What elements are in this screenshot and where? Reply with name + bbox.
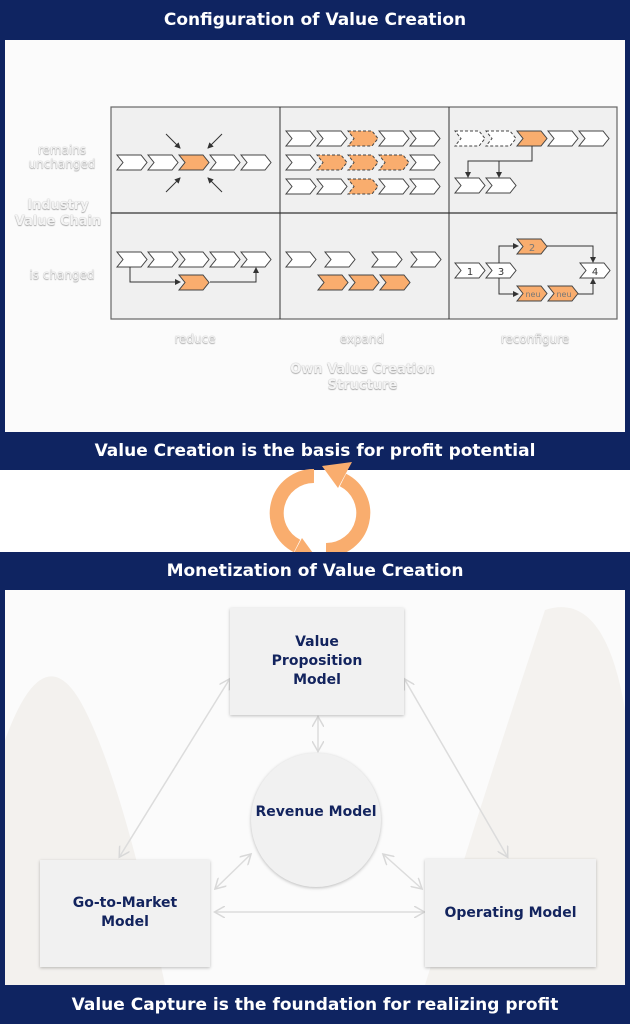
chevron-step [316, 274, 349, 291]
chevron-step [409, 251, 442, 268]
chevron-step [284, 178, 317, 195]
chevron-step [453, 177, 486, 194]
chevron-step [515, 238, 548, 255]
chevron-step [408, 130, 441, 147]
node-label-4: 4 [592, 267, 598, 278]
panel-footer: Value Creation is the basis for profit p… [94, 441, 536, 461]
chevron-step [377, 154, 410, 171]
connector-line [498, 278, 519, 297]
connector-line [210, 267, 259, 283]
chevron-step [323, 251, 356, 268]
chevron-step [546, 285, 579, 302]
value-proposition-model: Value Proposition Model [230, 608, 404, 715]
chevron-step [408, 154, 441, 171]
chevron-step [177, 274, 210, 291]
chevron-step [515, 130, 548, 147]
chevron-step [515, 285, 548, 302]
col-label-expand: expand [339, 332, 385, 346]
chevron-step [577, 130, 610, 147]
node-label-new-1: neu [525, 290, 540, 299]
chevron-step [578, 262, 611, 279]
chevron-step [484, 262, 517, 279]
connector-line [547, 245, 596, 263]
chevron-step [315, 130, 348, 147]
chevron-step [484, 130, 517, 147]
row-label-unchanged: remains unchanged [28, 143, 96, 172]
chevron-step [177, 251, 210, 268]
chevron-step [378, 274, 411, 291]
revenue-model: Revenue Model [251, 753, 381, 887]
chevron-step [115, 154, 148, 171]
node-label-1: 1 [467, 267, 473, 278]
chevron-step [284, 154, 317, 171]
row-axis-title: Industry Value Chain [14, 198, 102, 229]
chevron-step [146, 251, 179, 268]
chevron-step [146, 154, 179, 171]
panel-title: Configuration of Value Creation [163, 10, 467, 30]
chevron-step [115, 251, 148, 268]
chevron-step [208, 154, 241, 171]
go-to-market-model: Go-to-Market Model [40, 860, 210, 967]
chevron-step [484, 177, 517, 194]
value-chain-matrix: 1 3 2 4 neu neu [110, 106, 618, 320]
chevron-step [408, 178, 441, 195]
operating-model: Operating Model [425, 859, 596, 967]
row-label-changed: is changed [29, 268, 95, 282]
connector-line [165, 133, 181, 149]
node-label-2: 2 [529, 243, 535, 254]
node-label-new-2: neu [556, 290, 571, 299]
connector-line [578, 278, 596, 295]
chevron-step [377, 178, 410, 195]
chevron-step [346, 154, 379, 171]
chevron-step [453, 130, 486, 147]
connector-line [465, 146, 533, 178]
panel-footer: Value Capture is the foundation for real… [71, 994, 559, 1015]
chevron-step [239, 251, 272, 268]
connector-line [165, 177, 181, 193]
panel-title: Monetization of Value Creation [166, 561, 464, 581]
chevron-step [346, 178, 379, 195]
chevron-step [315, 178, 348, 195]
chevron-step [239, 154, 272, 171]
connector-line [498, 243, 519, 263]
chevron-step [377, 130, 410, 147]
chevron-step [284, 130, 317, 147]
chevron-step [315, 154, 348, 171]
chevron-step [453, 262, 486, 279]
chevron-step [208, 251, 241, 268]
col-axis-title: Own Value Creation Structure [290, 362, 435, 393]
chevron-step [370, 251, 403, 268]
chevron-step [346, 130, 379, 147]
chevron-step [347, 274, 380, 291]
connector-line [207, 133, 223, 149]
col-label-reconfigure: reconfigure [500, 332, 570, 346]
col-label-reduce: reduce [174, 332, 216, 346]
node-label-3: 3 [498, 267, 504, 278]
chevron-step [546, 130, 579, 147]
connector-line [129, 267, 181, 285]
connector-line [207, 177, 223, 193]
chevron-step [284, 251, 317, 268]
chevron-step [177, 154, 210, 171]
